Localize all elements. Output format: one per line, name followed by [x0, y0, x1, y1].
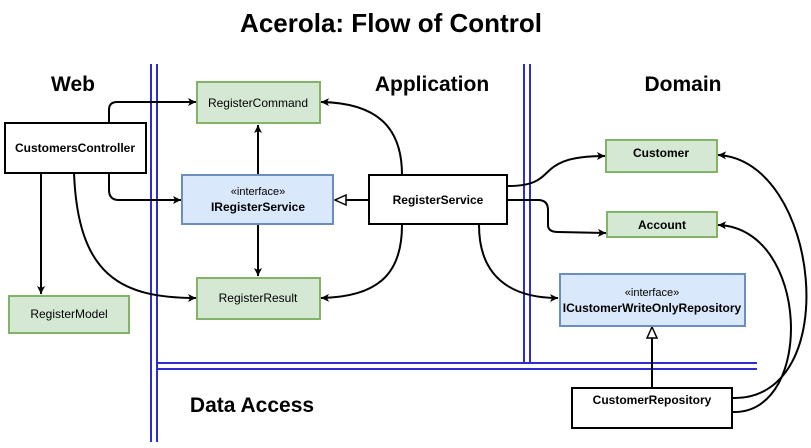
edge-repository-to-customer: [717, 151, 808, 400]
layer-label-domain: Domain: [644, 73, 721, 96]
edge-controller-to-register-command: [108, 98, 196, 123]
node-account: Account: [606, 211, 718, 238]
edge-service-to-customer: [507, 152, 606, 187]
node-stereotype: «interface»: [231, 186, 285, 198]
node-label: RegisterService: [393, 193, 484, 207]
node-customer-repository: CustomerRepository: [571, 387, 733, 429]
diagram-title: Acerola: Flow of Control: [240, 8, 542, 38]
node-label: Account: [638, 218, 686, 232]
edge-service-to-repository-interface: [478, 224, 559, 302]
edge-service-to-register-result: [320, 224, 403, 302]
edge-controller-to-iregisterservice: [108, 173, 181, 204]
layer-label-application: Application: [375, 73, 489, 96]
layer-label-data-access: Data Access: [190, 394, 314, 417]
node-label: CustomerRepository: [593, 393, 712, 407]
layer-label-web: Web: [51, 73, 95, 96]
layer-boundary-web-application: [150, 64, 158, 442]
node-register-command: RegisterCommand: [196, 81, 321, 124]
edge-controller-to-register-result: [73, 172, 197, 302]
layer-boundary-application-domain: [523, 64, 531, 362]
node-customer: Customer: [605, 139, 718, 173]
node-stereotype: «interface»: [625, 287, 679, 299]
node-register-model: RegisterModel: [8, 295, 130, 334]
node-label: Customer: [633, 146, 689, 160]
node-label: ICustomerWriteOnlyRepository: [563, 301, 742, 315]
node-iregisterservice: «interface» IRegisterService: [181, 174, 334, 225]
edge-service-to-register-command: [320, 98, 403, 176]
node-icustomerwriteonlyrepository: «interface» ICustomerWriteOnlyRepository: [559, 273, 746, 327]
node-label: RegisterResult: [219, 291, 298, 305]
connectors: [37, 98, 808, 414]
edge-repository-to-account: [717, 221, 792, 414]
layer-boundary-data-access: [157, 362, 757, 370]
edge-service-to-account: [508, 199, 607, 237]
node-label: IRegisterService: [211, 200, 305, 214]
node-label: CustomersController: [15, 141, 135, 155]
node-register-service: RegisterService: [368, 174, 508, 225]
node-label: RegisterCommand: [208, 96, 308, 110]
node-label: RegisterModel: [30, 307, 107, 321]
node-register-result: RegisterResult: [196, 277, 321, 320]
node-customers-controller: CustomersController: [4, 122, 147, 174]
